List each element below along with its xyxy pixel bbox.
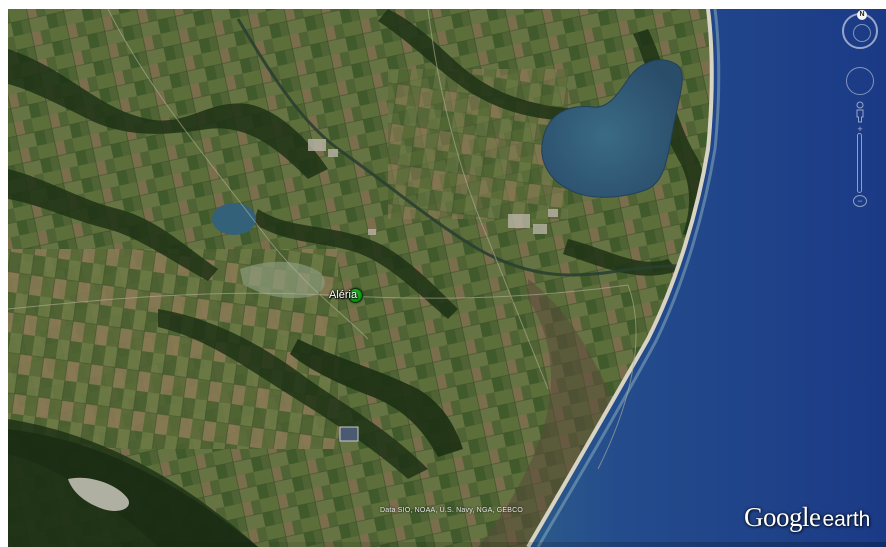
lagoon xyxy=(541,59,683,198)
zoom-in-icon[interactable]: + xyxy=(857,124,863,134)
quarry xyxy=(68,477,129,511)
southern-forest xyxy=(8,429,258,547)
google-earth-logo: Googleearth xyxy=(744,502,870,533)
dry-lake xyxy=(240,261,325,299)
satellite-imagery[interactable] xyxy=(8,9,886,547)
solar-farm xyxy=(339,426,359,442)
river xyxy=(236,18,704,277)
status-bar xyxy=(8,542,886,547)
zoom-out-icon[interactable]: − xyxy=(853,195,867,207)
place-marker-icon[interactable] xyxy=(348,288,363,303)
imagery-attribution: Data SIO, NOAA, U.S. Navy, NGA, GEBCO xyxy=(380,507,524,514)
compass-ring-icon[interactable]: N xyxy=(842,10,878,49)
compass-center-icon xyxy=(853,24,871,42)
place-label[interactable]: Aléria xyxy=(329,289,358,301)
street-view-person-icon[interactable] xyxy=(854,101,866,123)
surf-line xyxy=(536,9,721,547)
look-joystick-icon[interactable] xyxy=(846,67,874,95)
reservoir xyxy=(212,203,256,235)
zoom-slider[interactable] xyxy=(857,133,862,193)
north-indicator-icon[interactable]: N xyxy=(857,10,867,20)
map-viewport[interactable]: Aléria Data SIO, NOAA, U.S. Navy, NGA, G… xyxy=(8,9,886,547)
beach xyxy=(526,9,714,547)
navigation-controls: N + − xyxy=(840,10,880,213)
brand-product: earth xyxy=(822,508,871,531)
roads xyxy=(8,9,637,470)
central-forest xyxy=(290,339,463,457)
brand-name: Google xyxy=(744,502,821,532)
settlements xyxy=(308,139,558,235)
